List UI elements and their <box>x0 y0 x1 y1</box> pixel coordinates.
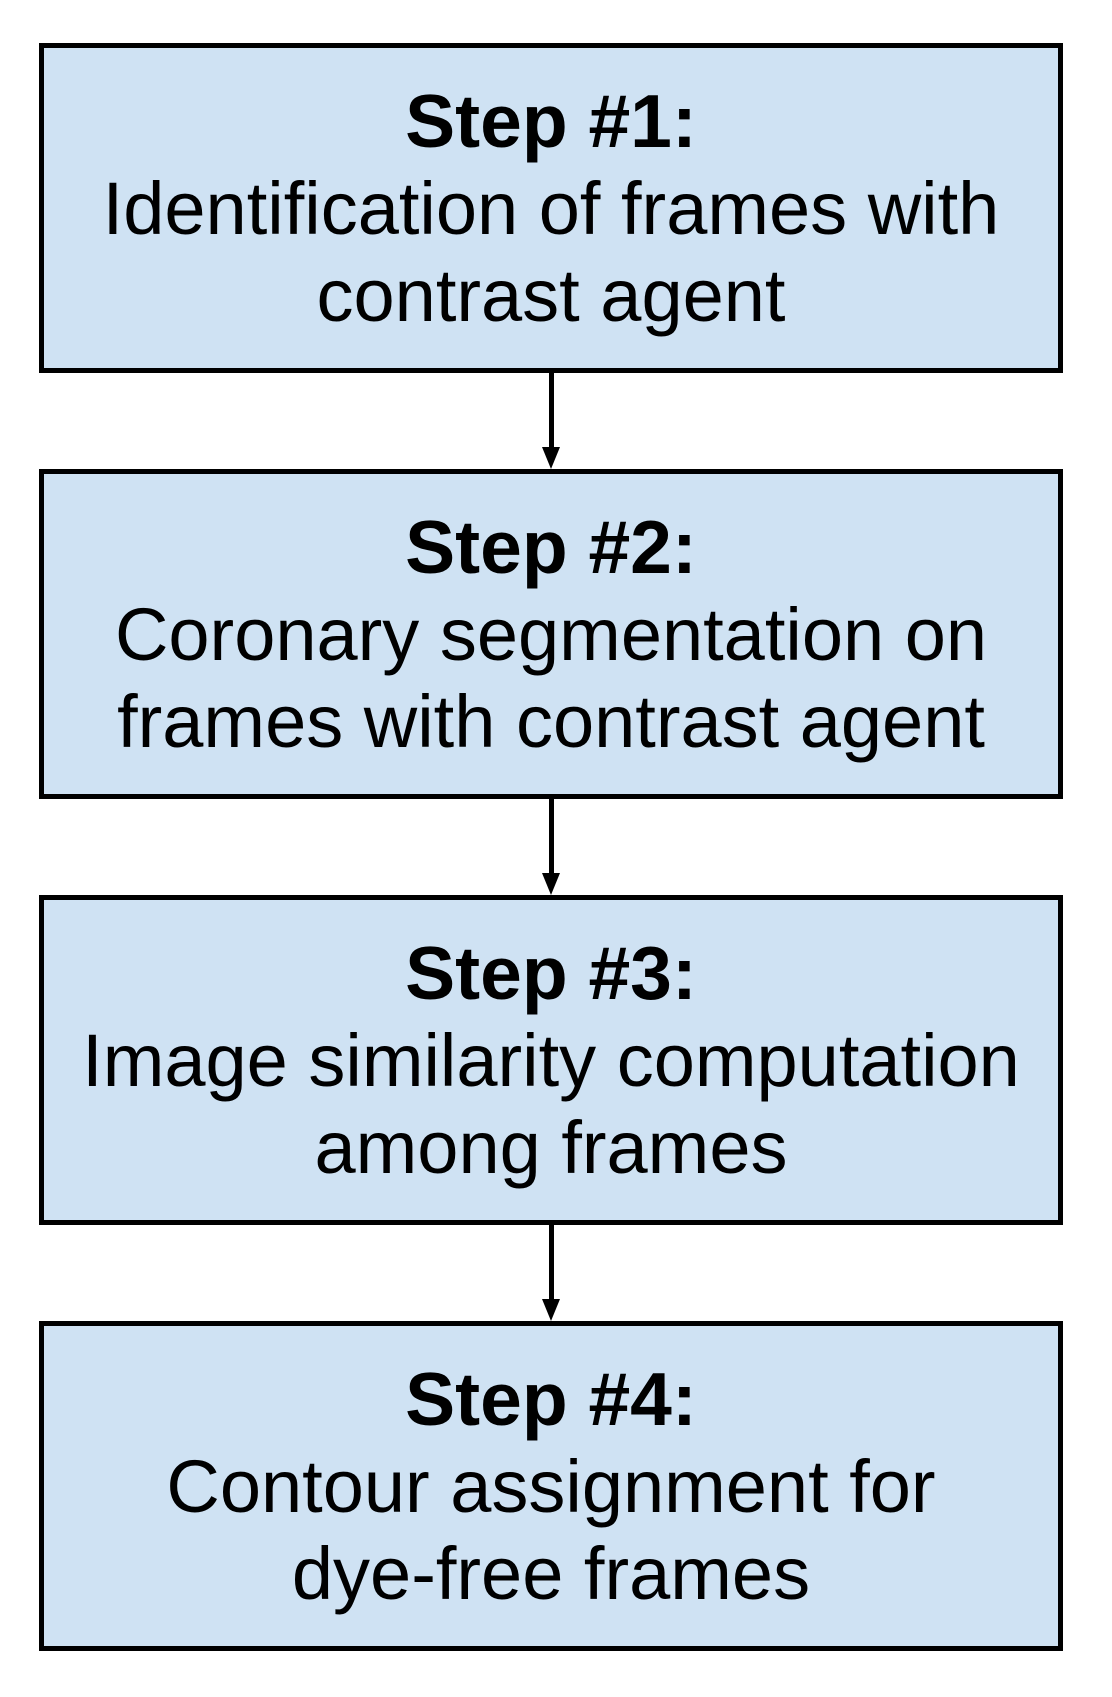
step-4-description-line: dye-free frames <box>291 1531 811 1615</box>
arrowhead-down-icon <box>542 873 560 895</box>
arrow-shaft <box>548 373 554 447</box>
arrowhead-down-icon <box>542 447 560 469</box>
step-3-description-line: Image similarity computation <box>82 1018 1020 1102</box>
connector-arrow-1 <box>542 373 560 469</box>
arrow-shaft <box>548 1225 554 1299</box>
step-4-description-line: Contour assignment for <box>166 1444 936 1528</box>
flowchart: Step #1: Identification of frames with c… <box>39 43 1063 1651</box>
step-1-description-line: contrast agent <box>316 253 786 337</box>
step-box-3: Step #3: Image similarity computation am… <box>39 895 1063 1225</box>
step-2-description-line: frames with contrast agent <box>117 679 985 763</box>
connector-arrow-3 <box>542 1225 560 1321</box>
step-1-title: Step #1: <box>405 78 697 163</box>
step-box-2: Step #2: Coronary segmentation on frames… <box>39 469 1063 799</box>
step-2-description-line: Coronary segmentation on <box>114 592 988 676</box>
step-box-4: Step #4: Contour assignment for dye-free… <box>39 1321 1063 1651</box>
step-1-description-line: Identification of frames with <box>102 166 1000 250</box>
step-3-description-line: among frames <box>314 1105 788 1189</box>
step-2-title: Step #2: <box>405 504 697 589</box>
arrow-shaft <box>548 799 554 873</box>
connector-arrow-2 <box>542 799 560 895</box>
step-box-1: Step #1: Identification of frames with c… <box>39 43 1063 373</box>
arrowhead-down-icon <box>542 1299 560 1321</box>
step-4-title: Step #4: <box>405 1356 697 1441</box>
step-3-title: Step #3: <box>405 930 697 1015</box>
